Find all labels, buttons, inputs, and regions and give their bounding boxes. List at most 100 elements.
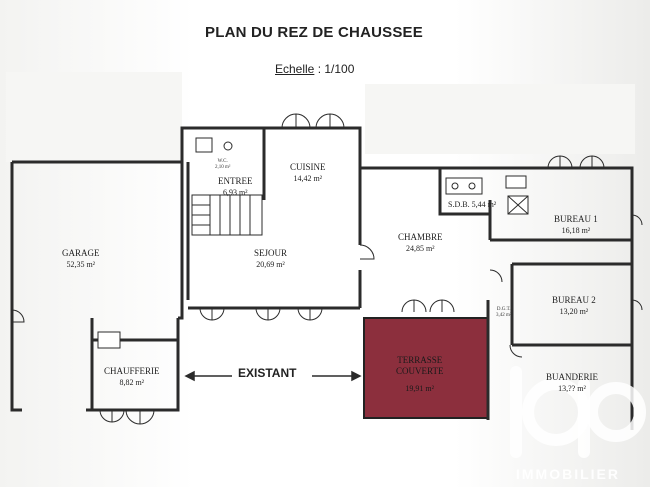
window-swing xyxy=(329,113,345,129)
room-chaufferie-area: 8,82 m² xyxy=(119,378,145,387)
room-entree-name: ENTREE xyxy=(218,176,253,186)
room-bureau1-area: 16,18 m² xyxy=(561,226,591,235)
door-swing xyxy=(267,307,281,321)
wc-fixture xyxy=(195,137,213,153)
iad-logo xyxy=(510,366,646,458)
window-swing xyxy=(631,299,643,311)
watermark-text: IMMOBILIER xyxy=(516,466,620,482)
fixtures xyxy=(97,137,529,349)
sink-fixture xyxy=(505,175,527,189)
cuisine-top-wall xyxy=(264,126,362,140)
room-cuisine-name: CUISINE xyxy=(290,162,326,172)
room-sdb: S.D.B. 5,44 m² xyxy=(448,199,496,210)
room-bureau2-name: BUREAU 2 xyxy=(552,295,596,305)
door-swing xyxy=(297,307,311,321)
room-terrasse-name2: COUVERTE xyxy=(396,366,444,376)
room-chambre-area: 24,85 m² xyxy=(405,244,435,253)
room-bureau1-name: BUREAU 1 xyxy=(554,214,598,224)
shower-cross xyxy=(507,195,529,215)
room-chaufferie: CHAUFFERIE 8,82 m² xyxy=(104,366,160,388)
room-sejour-area: 20,69 m² xyxy=(256,260,285,269)
room-terrasse-area: 19,91 m² xyxy=(405,384,435,393)
wc-wall xyxy=(180,126,266,162)
basin-fixture xyxy=(223,141,233,151)
room-garage-name: GARAGE xyxy=(62,248,100,258)
door-swing xyxy=(211,307,225,321)
window-swing xyxy=(315,113,331,129)
door-swing xyxy=(255,307,269,321)
room-bureau1: BUREAU 1 16,18 m² xyxy=(554,214,598,236)
door-swing xyxy=(11,309,25,323)
window-swing xyxy=(547,155,561,169)
door-swing xyxy=(99,409,113,423)
room-cuisine-area: 14,42 m² xyxy=(293,174,323,183)
room-dgt: D.G.T.3,42 m² xyxy=(496,307,511,319)
door-swing xyxy=(309,307,323,321)
room-sdb-name: S.D.B. 5,44 m² xyxy=(448,200,497,209)
room-buanderie-name: BUANDERIE xyxy=(546,372,598,382)
room-sejour: SEJOUR 20,69 m² xyxy=(254,248,287,270)
window-swing xyxy=(631,214,643,226)
door-swing xyxy=(139,409,155,425)
existant-label: EXISTANT xyxy=(238,366,297,380)
room-terrasse-name1: TERRASSE xyxy=(397,355,443,365)
scale-value: : 1/100 xyxy=(317,62,355,76)
double-basin xyxy=(445,177,483,195)
existant-arrow xyxy=(184,370,362,382)
door-swing xyxy=(401,299,415,313)
terrasse-fill xyxy=(363,317,489,419)
room-buanderie-area: 13,?? m² xyxy=(558,384,586,393)
room-chambre-name: CHAMBRE xyxy=(398,232,443,242)
window-swing xyxy=(559,155,573,169)
chaufferie-wall xyxy=(86,318,180,412)
room-garage: GARAGE 52,35 m² xyxy=(62,248,100,270)
room-entree-area: 6,93 m² xyxy=(222,188,248,197)
scale-label: Echelle xyxy=(275,62,315,76)
door-swing xyxy=(429,299,443,313)
walls xyxy=(10,126,634,430)
room-entree: ENTREE 6,93 m² xyxy=(218,176,253,198)
room-garage-area: 52,35 m² xyxy=(66,260,96,269)
paper-sheet-right xyxy=(365,84,635,154)
door-swing xyxy=(359,244,375,260)
garage-wall-right xyxy=(12,160,184,320)
basin-left xyxy=(451,182,459,190)
room-wc-area: 2,10 m² xyxy=(215,165,231,170)
room-wc: W.C.2,10 m² xyxy=(215,159,230,171)
door-swing xyxy=(509,344,523,358)
window-swing xyxy=(591,155,605,169)
room-cuisine: CUISINE 14,42 m² xyxy=(290,162,326,184)
door-swing xyxy=(199,307,213,321)
door-swing xyxy=(111,409,125,423)
garage-wall-left xyxy=(10,162,22,412)
arrowhead-right xyxy=(351,370,362,382)
plan-scale: Echelle : 1/100 xyxy=(275,62,354,76)
window-swing xyxy=(281,113,297,129)
boiler-fixture xyxy=(97,331,121,349)
room-chaufferie-name: CHAUFFERIE xyxy=(104,366,160,376)
window-swing xyxy=(295,113,311,129)
door-swing xyxy=(125,409,141,425)
room-dgt-area: 3,42 m² xyxy=(496,313,512,318)
room-bureau2-area: 13,20 m² xyxy=(559,307,589,316)
paper-sheet-left xyxy=(6,72,182,162)
room-sejour-name: SEJOUR xyxy=(254,248,288,258)
plan-title: PLAN DU REZ DE CHAUSSEE xyxy=(205,24,423,41)
staircase xyxy=(191,194,263,236)
door-swings xyxy=(11,113,643,425)
sdb-wall xyxy=(438,168,490,216)
room-buanderie: BUANDERIE 13,?? m² xyxy=(546,372,598,394)
basin-right xyxy=(468,182,476,190)
arrowhead-left xyxy=(184,370,195,382)
window-swing xyxy=(579,155,593,169)
room-chambre: CHAMBRE 24,85 m² xyxy=(398,232,443,254)
door-swing xyxy=(441,299,455,313)
room-wc-name: W.C. xyxy=(217,159,228,164)
logo-d-bowl xyxy=(586,382,646,442)
room-bureau2: BUREAU 2 13,20 m² xyxy=(552,295,596,317)
door-swing xyxy=(489,269,503,283)
room-dgt-name: D.G.T. xyxy=(496,307,511,312)
